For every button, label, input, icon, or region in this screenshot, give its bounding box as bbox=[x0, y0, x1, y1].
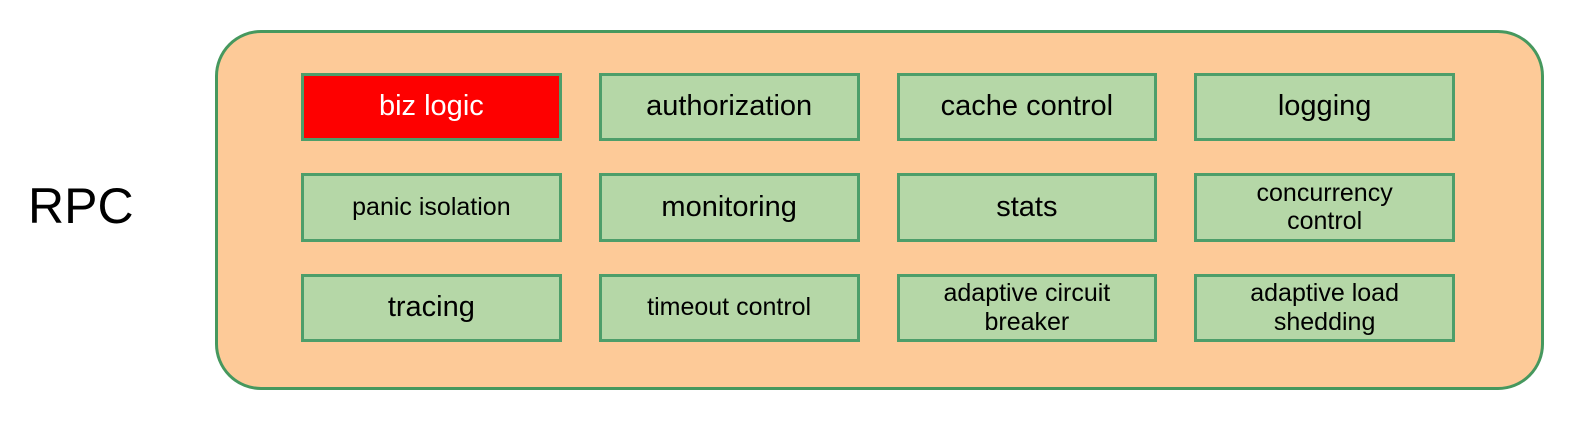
diagram-box-logging: logging bbox=[1194, 73, 1455, 142]
diagram-box-monitoring: monitoring bbox=[598, 173, 860, 242]
box-label: panic isolation bbox=[352, 193, 511, 222]
box-label: adaptive circuit breaker bbox=[943, 279, 1111, 336]
box-label: biz logic bbox=[378, 90, 484, 123]
box-label: cache control bbox=[940, 90, 1114, 123]
box-label: timeout control bbox=[647, 293, 812, 322]
box-label: authorization bbox=[646, 90, 813, 123]
rpc-side-label: RPC bbox=[28, 178, 134, 234]
diagram-box-adaptive-load-shedding: adaptive load shedding bbox=[1194, 273, 1455, 342]
diagram-box-timeout-control: timeout control bbox=[598, 273, 860, 342]
diagram-box-adaptive-circuit-breaker: adaptive circuit breaker bbox=[896, 273, 1158, 342]
diagram-box-stats: stats bbox=[896, 173, 1158, 242]
diagram-box-concurrency-control: concurrency control bbox=[1194, 173, 1455, 242]
diagram-box-authorization: authorization bbox=[598, 73, 860, 142]
middleware-grid: biz logic authorization cache control lo… bbox=[301, 73, 1455, 342]
box-label: adaptive load shedding bbox=[1250, 279, 1399, 336]
rpc-middleware-container: biz logic authorization cache control lo… bbox=[215, 30, 1544, 390]
box-label: concurrency control bbox=[1256, 178, 1393, 236]
diagram-box-cache-control: cache control bbox=[896, 73, 1158, 142]
box-label: logging bbox=[1277, 90, 1372, 123]
diagram-box-panic-isolation: panic isolation bbox=[301, 173, 562, 242]
box-label: tracing bbox=[387, 291, 475, 324]
box-label: stats bbox=[996, 190, 1058, 223]
box-label: monitoring bbox=[661, 190, 797, 223]
diagram-box-biz-logic: biz logic bbox=[301, 73, 562, 142]
diagram-box-tracing: tracing bbox=[301, 273, 562, 342]
